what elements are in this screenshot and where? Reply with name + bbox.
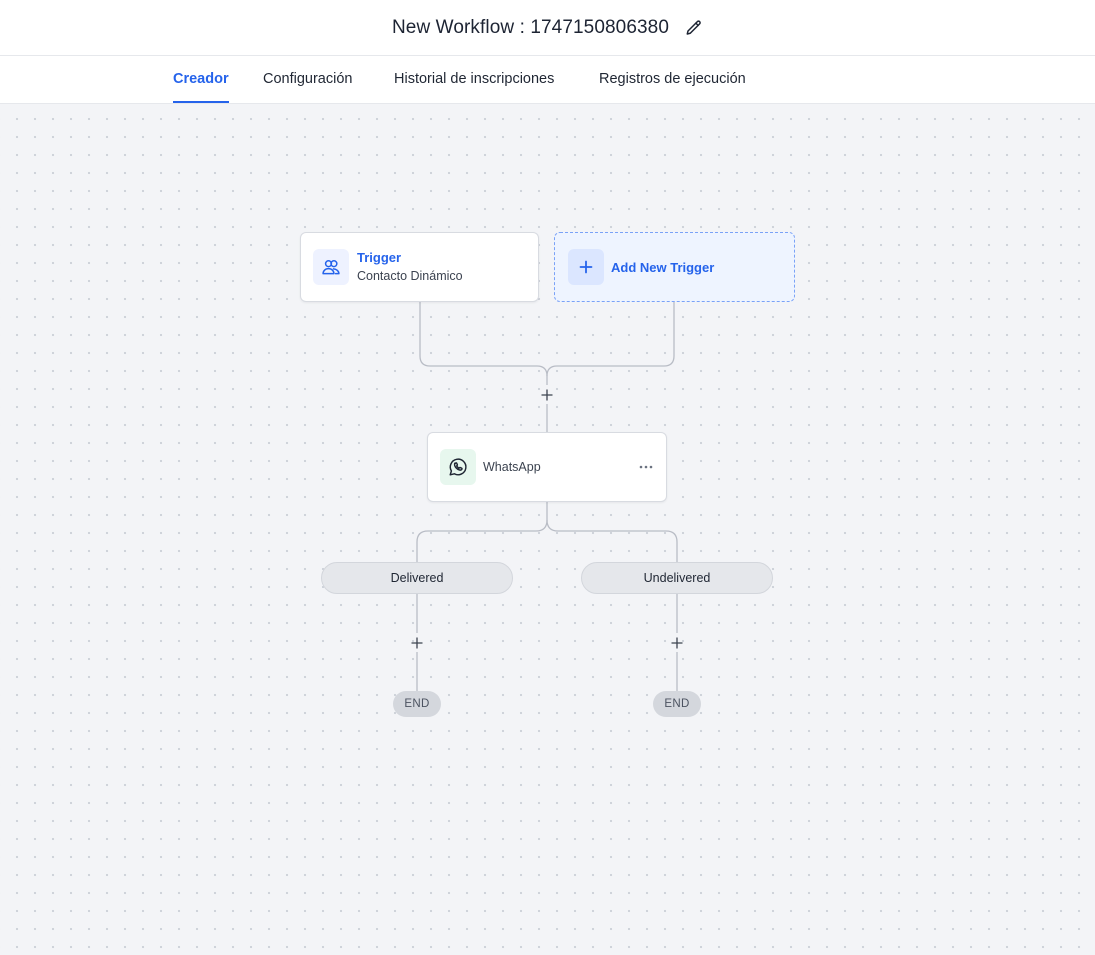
tab-creador[interactable]: Creador (173, 56, 229, 103)
tab-configuracion[interactable]: Configuración (263, 71, 353, 87)
add-trigger-button[interactable]: Add New Trigger (554, 232, 795, 302)
more-options-icon[interactable] (638, 459, 654, 475)
trigger-title: Trigger (357, 250, 402, 265)
whatsapp-label: WhatsApp (483, 460, 541, 474)
trigger-subtitle: Contacto Dinámico (357, 269, 463, 283)
add-step-plus-icon[interactable] (540, 388, 554, 402)
end-node-undelivered: END (653, 691, 701, 717)
plus-icon (568, 249, 604, 285)
workflow-header: New Workflow : 1747150806380 (0, 0, 1095, 56)
branch-delivered[interactable]: Delivered (321, 562, 513, 594)
tab-registros-ejecucion[interactable]: Registros de ejecución (599, 71, 746, 87)
tab-bar: Creador Configuración Historial de inscr… (0, 56, 1095, 104)
users-icon (313, 249, 349, 285)
add-step-undelivered-plus-icon[interactable] (670, 636, 684, 650)
add-trigger-label: Add New Trigger (611, 260, 715, 275)
whatsapp-action-node[interactable]: WhatsApp (427, 432, 667, 502)
workflow-canvas[interactable] (0, 104, 1095, 955)
whatsapp-icon (440, 449, 476, 485)
tab-historial-inscripciones[interactable]: Historial de inscripciones (394, 71, 555, 87)
trigger-node[interactable]: Trigger Contacto Dinámico (300, 232, 539, 302)
pencil-icon[interactable] (685, 19, 703, 37)
end-node-delivered: END (393, 691, 441, 717)
add-step-delivered-plus-icon[interactable] (410, 636, 424, 650)
workflow-title: New Workflow : 1747150806380 (391, 16, 670, 38)
branch-undelivered[interactable]: Undelivered (581, 562, 773, 594)
